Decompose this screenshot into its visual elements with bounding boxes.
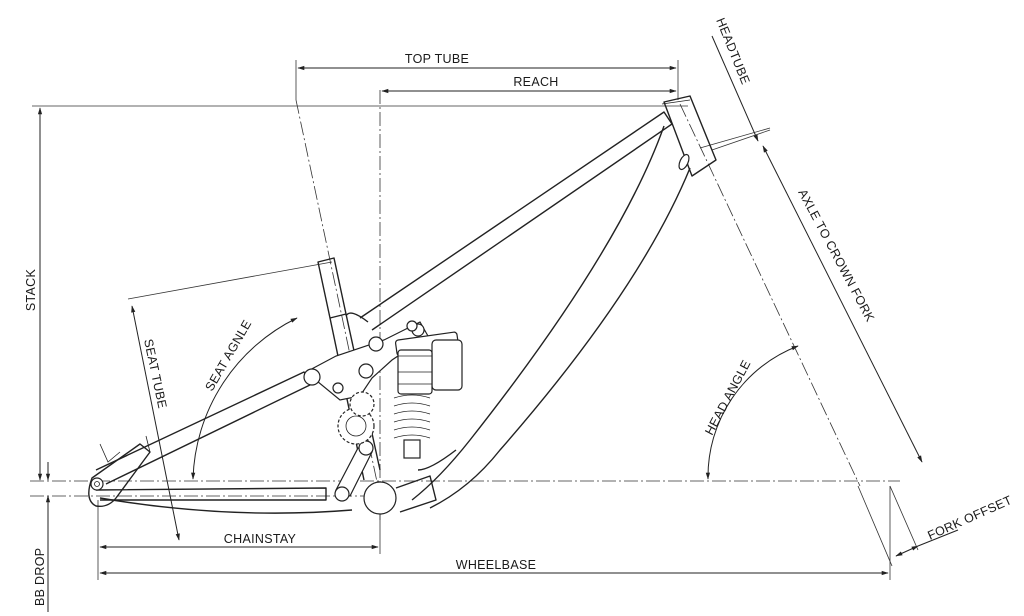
idler-hub: [345, 415, 367, 437]
fork-offset-leader: [917, 529, 959, 547]
fork-offset-dimension: [895, 545, 919, 557]
rocker-pivot-upper: [368, 336, 384, 352]
seat-tube-extension: [127, 261, 333, 300]
fork-offset-label: FORK OFFSET: [926, 493, 1015, 543]
shock-top-mount: [406, 320, 418, 332]
shock-spring: [393, 394, 431, 439]
shock-body-lines: [398, 355, 432, 385]
bike-frame: [88, 95, 717, 515]
down-tube-upper: [411, 125, 665, 501]
cable-port: [678, 153, 690, 171]
axle-to-crown-label: AXLE TO CROWN FORK: [795, 187, 877, 325]
rocker-pivot-main: [358, 363, 374, 379]
axle-to-crown-dimension: [762, 145, 923, 463]
rear-axle: [90, 477, 104, 491]
fork-offset-extension-b: [889, 485, 919, 551]
headset-top: [661, 99, 691, 105]
center-lines: [30, 90, 900, 520]
rocker-pivot-rear: [303, 368, 321, 386]
idler-sprocket: [337, 407, 375, 445]
dimension-labels: TOP TUBE REACH HEADTUBE STACK SEAT TUBE …: [24, 16, 1014, 606]
down-tube-lower: [429, 167, 691, 509]
axle-crown-extension-top: [699, 127, 771, 149]
down-tube-gusset: [417, 449, 457, 471]
shock-eyelet: [403, 439, 421, 459]
head-angle-label: HEAD ANGLE: [702, 358, 753, 438]
rear-shock: [393, 320, 463, 459]
rear-axle-center: [94, 481, 100, 487]
dimension-lines: [32, 35, 959, 612]
bb-junction: [395, 475, 437, 513]
chain-stay: [95, 487, 327, 501]
rear-dropout: [88, 443, 151, 508]
dropout-hanger: [99, 435, 151, 463]
bb-drop-label: BB DROP: [33, 548, 47, 606]
wheelbase-label: WHEELBASE: [456, 558, 537, 572]
seat-tube-top: [317, 257, 347, 319]
head-angle-arc: [705, 345, 799, 480]
top-tube-label: TOP TUBE: [405, 52, 469, 66]
upper-sprocket: [349, 391, 375, 417]
seat-stay: [95, 371, 313, 485]
seat-tube-dimension: [131, 305, 180, 541]
chainstay-label: CHAINSTAY: [224, 532, 297, 546]
top-tube: [359, 111, 673, 331]
reach-label: REACH: [513, 75, 558, 89]
head-tube: [663, 95, 717, 177]
shock-reservoir: [431, 339, 463, 391]
stack-label: STACK: [24, 269, 38, 312]
chain-stay-lower: [99, 497, 353, 514]
bottom-bracket: [363, 481, 397, 515]
lower-link-pivot: [334, 486, 350, 502]
steering-axis-centerline: [679, 103, 861, 487]
seat-angle-arc: [191, 317, 298, 480]
headtube-dimension: [711, 35, 759, 142]
seat-top-junction: [345, 312, 369, 323]
fork-offset-extension-a: [857, 485, 893, 567]
rocker-pivot-lower: [332, 382, 344, 394]
headtube-extension: [711, 129, 771, 151]
seat-angle-label: SEAT AGNLE: [202, 318, 254, 394]
